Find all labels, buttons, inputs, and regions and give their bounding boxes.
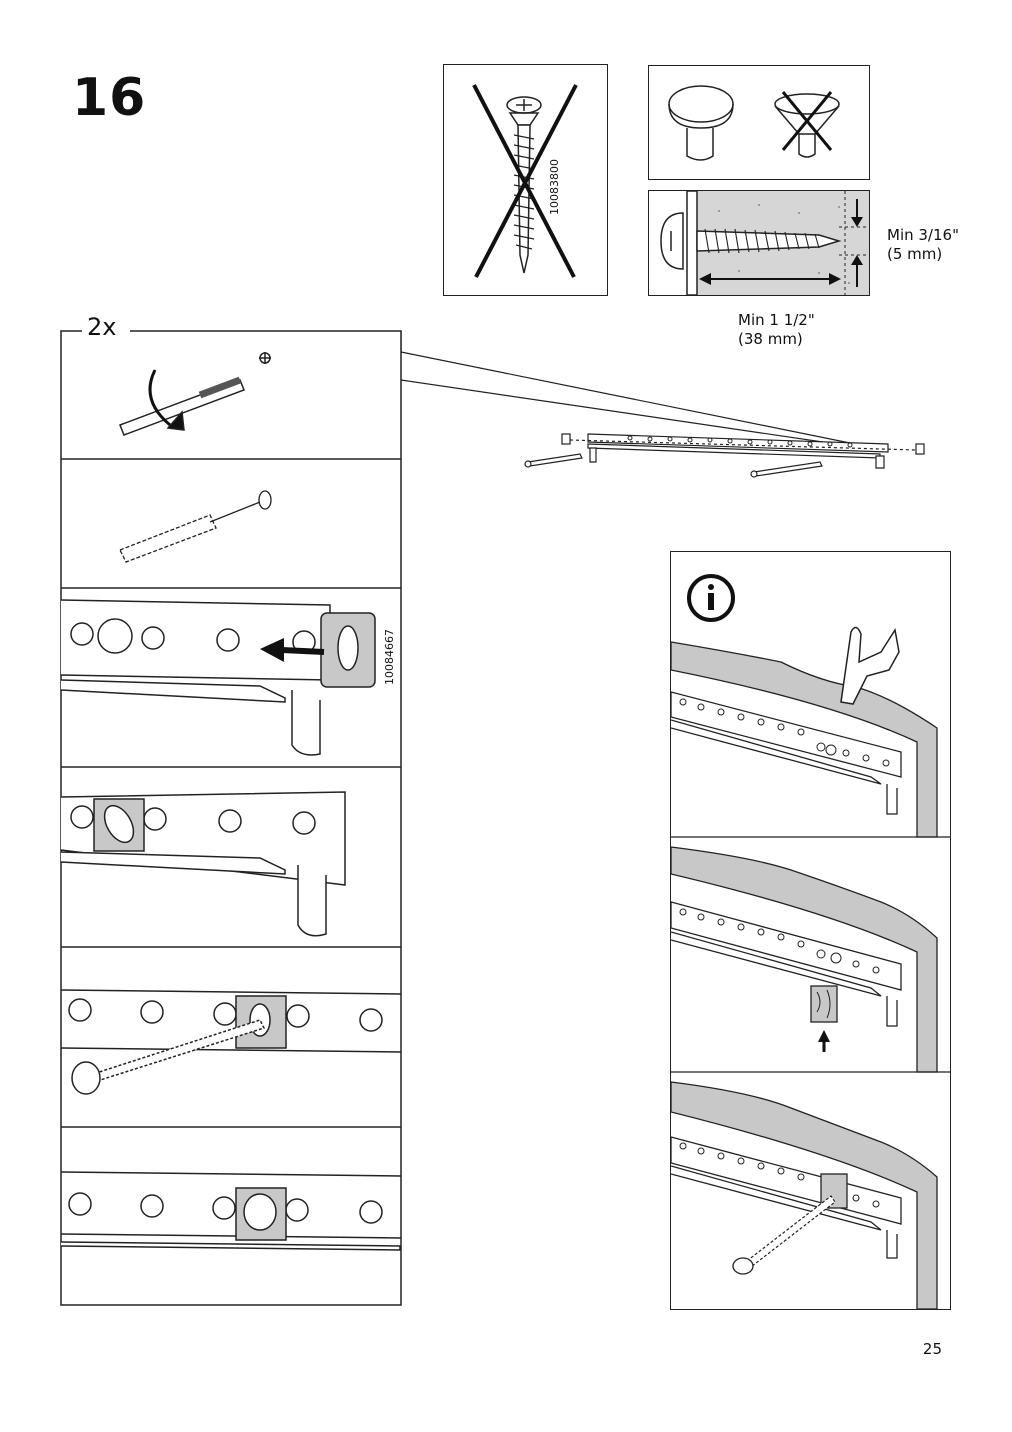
drill-icon [119,352,271,436]
info-panel [670,551,951,1310]
page-number: 25 [922,1340,942,1358]
pan-head-screw-icon [668,85,734,161]
min-depth-metric: (5 mm) [887,245,943,263]
bracket-part-code: 10084667 [383,629,396,685]
wall-rail-scene-3 [671,1081,938,1309]
wrong-screw-panel: 10083800 [443,64,608,296]
min-length-imperial: Min 1 1/2" [738,311,815,329]
screw-depth-panel [648,190,870,296]
part-code: 10083800 [548,159,561,215]
shim-icon [810,985,838,1023]
min-depth-label: Min 3/16" (5 mm) [887,226,959,264]
min-depth-imperial: Min 3/16" [887,226,959,244]
min-length-metric: (38 mm) [738,330,803,348]
pointing-finger-icon [840,626,900,705]
min-length-label: Min 1 1/2" (38 mm) [738,311,815,349]
rail-detail-1 [60,599,376,756]
push-arrow-icon [260,638,325,662]
countersunk-screw-icon [774,91,840,158]
wall-plug-icon [119,490,272,563]
steps-panel: 2x 10084667 [60,313,402,1306]
rail-detail-3 [60,989,402,1095]
wall-rail-scene-1 [671,626,950,838]
rail-detail-4 [60,1171,402,1251]
crossed-screw-icon [472,84,578,278]
wall-rail-scene-2 [671,846,938,1073]
rail-detail-2 [60,791,346,937]
screw-head-panel [648,65,870,180]
step-number: 16 [72,68,147,128]
up-arrow-icon [818,1030,830,1052]
quantity-label: 2x [83,313,121,341]
info-icon [687,574,735,622]
